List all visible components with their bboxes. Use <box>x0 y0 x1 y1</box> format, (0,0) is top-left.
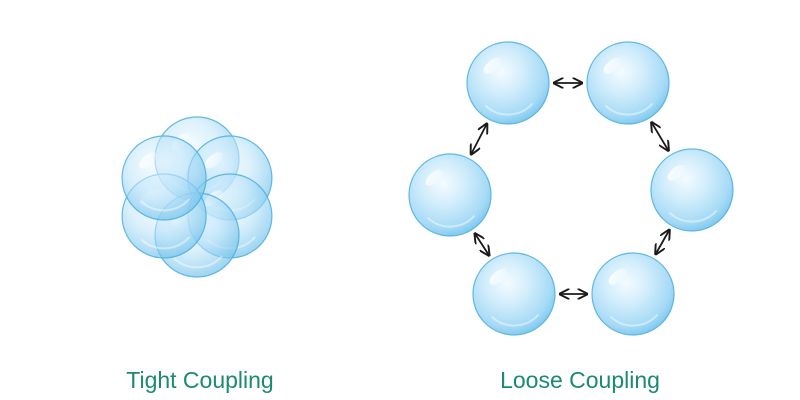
loose-bubble-1 <box>466 41 550 125</box>
loose-bubble-5 <box>472 252 556 336</box>
double-arrow-icon <box>476 234 489 254</box>
double-arrow-icon <box>652 123 668 149</box>
loose-bubble-2 <box>586 41 670 125</box>
tight-coupling-cluster <box>121 116 273 278</box>
loose-bubble-3 <box>650 148 734 232</box>
double-arrow-icon <box>656 231 669 253</box>
tight-bubble-6 <box>121 135 207 221</box>
loose-coupling-ring <box>408 41 734 336</box>
double-arrow-icon <box>472 125 487 154</box>
loose-bubble-4 <box>591 252 675 336</box>
loose-bubble-6 <box>408 153 492 237</box>
tight-coupling-label: Tight Coupling <box>126 367 274 393</box>
loose-coupling-label: Loose Coupling <box>500 367 660 393</box>
